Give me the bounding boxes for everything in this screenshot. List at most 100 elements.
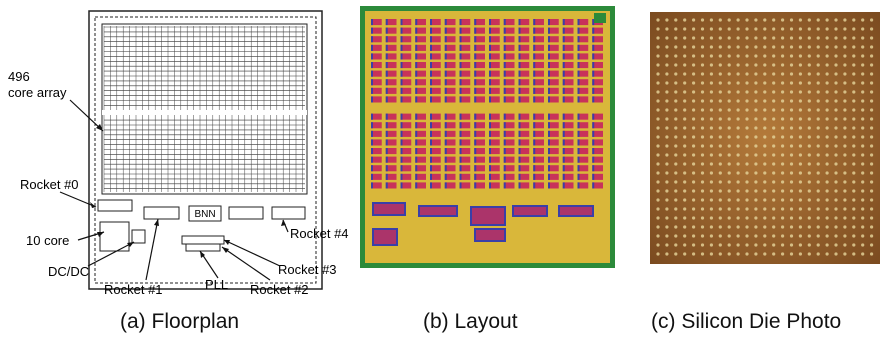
die-bump (798, 189, 802, 193)
die-bump (692, 153, 696, 157)
layout-core-cell (459, 113, 471, 120)
die-bump (727, 135, 731, 139)
die-bump (789, 90, 794, 94)
layout-core-cell-edge (533, 156, 536, 163)
layout-core-cell (385, 96, 397, 103)
layout-core-cell (592, 130, 603, 137)
layout-core-cell-edge (474, 36, 477, 43)
layout-core-cell-edge (503, 87, 506, 94)
die-bump (745, 252, 749, 256)
die-bump (763, 72, 767, 76)
layout-core-cell-edge (371, 70, 373, 77)
layout-core-cell (415, 173, 426, 180)
die-bump (816, 108, 820, 112)
layout-core-cell (489, 27, 500, 34)
die-bump (674, 171, 678, 175)
die-bump (745, 144, 749, 148)
die-bump (825, 27, 829, 31)
layout-core-cell-edge (592, 156, 595, 163)
layout-core-cell (430, 36, 441, 43)
layout-core-cell (415, 79, 426, 86)
die-bump (692, 36, 696, 40)
layout-core-cell-edge (444, 79, 447, 86)
die-outline (88, 10, 323, 290)
die-bump (772, 144, 776, 148)
die-bump (656, 162, 660, 166)
layout-core-cell (533, 19, 544, 26)
layout-core-cell (592, 53, 603, 60)
die-bump (781, 90, 785, 94)
layout-core-cell (400, 62, 412, 69)
layout-core-cell (430, 44, 441, 51)
die-bump (656, 144, 660, 148)
die-bump (870, 99, 874, 103)
die-bump (772, 81, 776, 85)
die-bump (798, 216, 802, 220)
layout-core-cell-edge (474, 79, 477, 86)
layout-core-cell-edge (518, 130, 521, 137)
layout-core-cell (385, 148, 397, 155)
layout-core-cell-edge (400, 62, 403, 69)
layout-core-cell (518, 122, 530, 129)
layout-core-cell (489, 148, 500, 155)
layout-core-cell (444, 122, 456, 129)
layout-core-cell-edge (444, 148, 447, 155)
layout-core-cell-edge (444, 62, 447, 69)
die-bump (825, 144, 829, 148)
die-bump (834, 63, 838, 67)
layout-core-cell (548, 96, 559, 103)
die-bump (852, 117, 856, 121)
die-bump (763, 18, 767, 22)
layout-core-cell (518, 148, 530, 155)
die-bump (674, 126, 678, 130)
layout-core-cell (474, 182, 485, 189)
die-bump (816, 45, 820, 49)
core-array-outline (101, 23, 308, 195)
layout-core-cell (577, 122, 589, 129)
layout-core-cell (489, 173, 500, 180)
layout-core-cell-edge (518, 139, 521, 146)
layout-core-cell-edge (385, 173, 388, 180)
layout-core-cell-edge (592, 27, 595, 34)
die-bump (781, 117, 785, 121)
die-bump (700, 153, 705, 157)
layout-core-cell (400, 36, 412, 43)
layout-core-cell-edge (503, 70, 506, 77)
die-bump (727, 171, 731, 175)
layout-core-cell (533, 53, 544, 60)
layout-core-cell-edge (459, 44, 462, 51)
layout-core-cell-edge (371, 96, 373, 103)
dcdc-block (131, 229, 146, 244)
die-bump (709, 72, 713, 76)
layout-core-cell (489, 182, 500, 189)
layout-core-cell-edge (533, 130, 536, 137)
layout-core-cell-edge (518, 62, 521, 69)
layout-core-cell-edge (444, 113, 447, 120)
die-bump (656, 243, 660, 247)
die-bump (736, 252, 740, 256)
layout-core-cell (474, 53, 485, 60)
die-bump (772, 207, 776, 211)
die-bump (807, 99, 811, 103)
layout-core-cell-edge (444, 165, 447, 172)
die-bump (825, 45, 829, 49)
die-bump (683, 198, 687, 202)
die-bump (772, 108, 776, 112)
pll-label: PLL (205, 277, 228, 292)
die-bump (772, 126, 776, 130)
die-bump (754, 153, 758, 157)
layout-core-cell (444, 19, 456, 26)
layout-core-cell-edge (474, 53, 477, 60)
die-bump (870, 36, 874, 40)
layout-core-cell-edge (371, 122, 373, 129)
layout-core-cell (459, 36, 471, 43)
layout-core-array (371, 19, 603, 189)
layout-core-cell (415, 96, 426, 103)
layout-core-cell-edge (503, 122, 506, 129)
layout-core-cell-edge (430, 139, 432, 146)
layout-core-cell (489, 87, 500, 94)
layout-core-cell (592, 79, 603, 86)
die-bump (834, 153, 838, 157)
layout-core-cell-edge (518, 53, 521, 60)
layout-core-cell (474, 139, 485, 146)
